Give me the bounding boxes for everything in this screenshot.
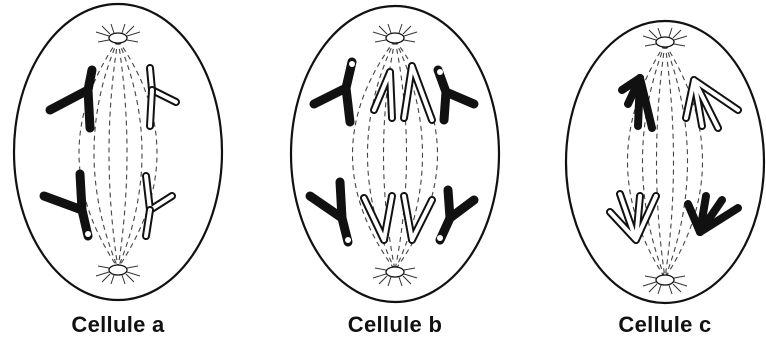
cell-c: [566, 21, 764, 303]
cell-a-membrane: [14, 4, 222, 300]
cell-c-label: Cellule c: [565, 312, 765, 338]
cell-a-label: Cellule a: [18, 312, 218, 338]
cell-b-label: Cellule b: [295, 312, 495, 338]
cell-b: [291, 6, 499, 302]
cell-c-membrane: [566, 21, 764, 303]
cell-a: [14, 4, 222, 300]
cell-b-membrane: [291, 6, 499, 302]
